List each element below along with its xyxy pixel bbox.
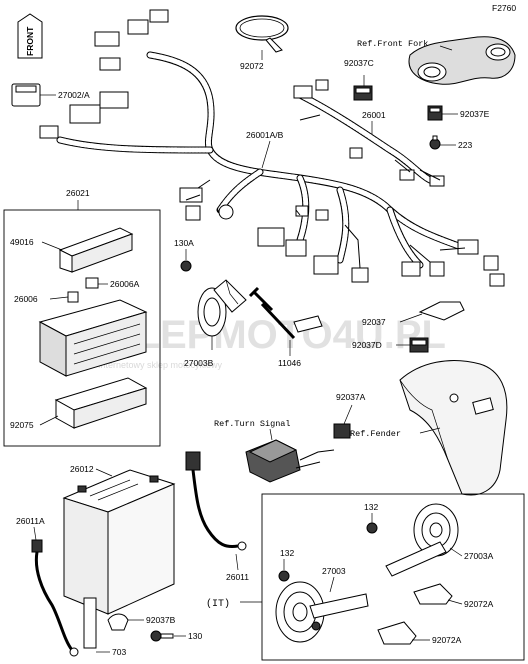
fuse-box — [38, 299, 148, 377]
clamp-92037B — [107, 613, 129, 631]
cable-26011A — [31, 539, 79, 657]
bolt-130 — [150, 630, 174, 642]
ref-turn-signal: Ref.Turn Signal — [214, 419, 291, 429]
clamp-92037D — [409, 337, 429, 353]
callout-26001AB: 26001A/B — [246, 130, 284, 140]
bracket-92037 — [418, 301, 465, 321]
bracket-92072A-upper — [413, 583, 453, 605]
front-arrow-icon: FRONT — [17, 13, 43, 59]
callout-26011A: 26011A — [16, 516, 45, 526]
clamp-92037E — [427, 105, 443, 121]
horn-27003 — [275, 581, 369, 643]
callout-703: 703 — [112, 647, 126, 657]
band-92072 — [235, 15, 289, 53]
callout-92037B: 92037B — [146, 615, 176, 625]
callout-92075: 92075 — [10, 420, 34, 430]
ref-fender: Ref.Fender — [350, 429, 401, 439]
fuse-26006A — [85, 277, 99, 289]
callout-132-upper: 132 — [364, 502, 378, 512]
sub-harness-26001 — [293, 79, 445, 187]
callout-26021: 26021 — [66, 188, 90, 198]
bolt-223 — [429, 135, 441, 150]
cover-49016 — [58, 227, 134, 273]
turn-signal-unit — [245, 439, 335, 483]
callout-27003B: 27003B — [184, 358, 214, 368]
figure-code: F2760 — [492, 3, 516, 13]
italy-variant-label: (IT) — [206, 598, 230, 610]
main-harness-26001AB — [39, 9, 505, 287]
rear-fender — [399, 360, 508, 496]
callout-26001: 26001 — [362, 110, 386, 120]
cover-92075 — [54, 377, 148, 429]
fuse-26006 — [67, 291, 79, 303]
callout-92037E: 92037E — [460, 109, 490, 119]
callout-27003: 27003 — [322, 566, 346, 576]
callout-26006A: 26006A — [110, 279, 140, 289]
horn-27003A — [385, 503, 459, 577]
callout-130A: 130A — [174, 238, 194, 248]
clamp-92037A — [333, 423, 351, 439]
callout-92037A: 92037A — [336, 392, 366, 402]
callout-92072: 92072 — [240, 61, 264, 71]
battery-26012 — [62, 469, 176, 615]
cable-26011 — [185, 451, 247, 551]
front-fork-bracket — [408, 36, 516, 85]
callout-92037D: 92037D — [352, 340, 382, 350]
callout-92037C: 92037C — [344, 58, 374, 68]
bracket-92072A-lower — [377, 621, 417, 645]
callout-11046: 11046 — [278, 358, 301, 368]
callout-26011: 26011 — [226, 572, 249, 582]
horn-27003B — [197, 279, 247, 337]
callout-92037: 92037 — [362, 317, 386, 327]
callout-26012: 26012 — [70, 464, 94, 474]
callout-92072A-lower: 92072A — [432, 635, 462, 645]
callout-130: 130 — [188, 631, 202, 641]
callout-49016: 49016 — [10, 237, 34, 247]
callout-27003A: 27003A — [464, 551, 494, 561]
callout-132-lower: 132 — [280, 548, 294, 558]
callout-27002A: 27002/A — [58, 90, 90, 100]
callout-223: 223 — [458, 140, 472, 150]
bolt-132-upper — [366, 522, 378, 534]
clamp-92037C — [353, 85, 373, 101]
tool-11046 — [248, 286, 323, 340]
relay-27002A — [11, 83, 41, 107]
tube-703 — [83, 597, 97, 649]
bolt-130A — [180, 260, 192, 272]
callout-26006: 26006 — [14, 294, 38, 304]
front-label: FRONT — [25, 26, 35, 56]
callout-92072A-upper: 92072A — [464, 599, 494, 609]
group-box-26021 — [3, 200, 161, 447]
group-box-it — [261, 493, 525, 661]
bolt-132-lower — [278, 570, 290, 582]
ref-front-fork: Ref.Front Fork — [357, 39, 428, 49]
